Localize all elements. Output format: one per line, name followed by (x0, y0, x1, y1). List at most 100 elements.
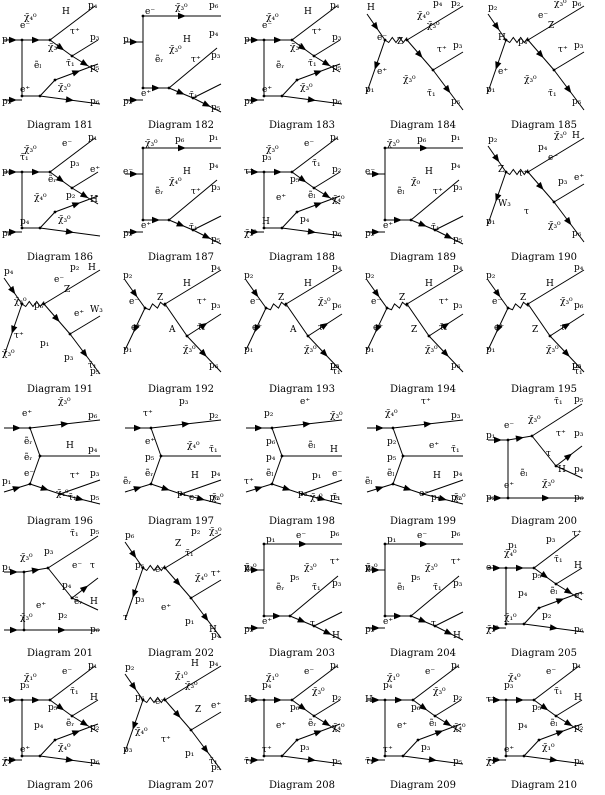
arrow-marker (55, 175, 65, 183)
vertex (38, 226, 42, 230)
vertex (295, 78, 299, 82)
arrow-marker (251, 288, 259, 298)
particle-label: p₅ (532, 571, 542, 581)
particle-label: p₁ (177, 489, 186, 499)
propagator-line (281, 211, 298, 229)
vertex (290, 698, 294, 702)
particle-label: τ̃₁ (554, 396, 563, 407)
arrow-marker (51, 313, 60, 323)
vertex (504, 622, 508, 626)
particle-label: χ̃₃⁰ (365, 562, 378, 573)
arrow-marker (58, 626, 66, 634)
particle-label: χ̃₃⁰ (244, 562, 257, 573)
arrow-marker (10, 626, 18, 634)
particle-label: χ̃₃⁰ (300, 82, 313, 93)
diagram-caption: Diagram 188 (269, 252, 335, 263)
particle-label: p₂ (264, 409, 274, 419)
particle-label: p₆ (574, 757, 584, 767)
particle-label: p₄ (62, 581, 72, 591)
particle-label: p₆ (175, 135, 185, 145)
diagram-caption: Diagram 199 (390, 516, 456, 527)
propagator-line (49, 665, 96, 701)
arrow-marker (152, 84, 160, 92)
particle-label: χ̃₄⁰ (453, 722, 466, 733)
particle-label: τ̃₁ (20, 152, 29, 163)
particle-label: e⁻ (72, 561, 82, 571)
vertex (70, 596, 74, 600)
particle-label: p₆ (332, 97, 342, 107)
arrow-marker (161, 484, 170, 491)
particle-label: p₆ (209, 493, 219, 503)
particle-label: χ̃₃⁰ (453, 492, 466, 503)
particle-label: p₅ (574, 395, 584, 405)
particle-label: H (183, 167, 191, 177)
arrow-marker (535, 181, 544, 191)
particle-label: χ̃₃⁰ (548, 220, 561, 231)
vertex (295, 738, 299, 742)
particle-label: p₅ (211, 103, 221, 113)
particle-label: p₁ (365, 345, 374, 355)
particle-label: p₁ (508, 541, 517, 551)
arrow-marker (178, 12, 186, 20)
vertex (70, 186, 74, 190)
particle-label: H (66, 441, 74, 451)
particle-label: τ̃₁ (548, 88, 557, 99)
diagram-caption: Diagram 202 (148, 648, 214, 659)
particle-label: p₂ (2, 97, 12, 107)
particle-label: p₂ (387, 437, 397, 447)
particle-label: p₅ (211, 763, 221, 773)
propagator-line (313, 171, 341, 189)
diagram-caption: Diagram 189 (390, 252, 456, 263)
propagator-line (59, 479, 101, 495)
particle-label: p₁ (209, 133, 218, 143)
particle-label: H (433, 471, 441, 481)
vertex (554, 714, 558, 718)
particle-label: Z (157, 293, 163, 303)
diagram-caption: Diagram 206 (27, 780, 93, 791)
particle-label: τ̃₁ (433, 582, 442, 593)
particle-label: e⁻ (62, 667, 72, 677)
particle-label: χ̃₄⁰ (332, 722, 345, 733)
propagator-line (168, 179, 218, 221)
arrow-marker (79, 59, 89, 67)
arrow-marker (403, 484, 412, 491)
particle-label: e⁺ (429, 441, 439, 451)
particle-label: e⁺ (276, 193, 286, 203)
arrow-marker (282, 484, 291, 491)
arrow-marker (172, 577, 181, 587)
particle-label: p₃ (123, 745, 133, 755)
vertex (312, 186, 316, 190)
vertex (409, 218, 413, 222)
particle-label: p₂ (125, 663, 135, 673)
arrow-marker (251, 566, 259, 574)
particle-label: τ̃₁ (312, 582, 321, 593)
arrow-marker (181, 421, 190, 428)
particle-label: e⁻ (377, 33, 387, 43)
arrow-marker (516, 696, 524, 704)
particle-label: ẽₗ (308, 190, 316, 201)
propagator-line (392, 427, 404, 457)
vertex (383, 614, 387, 618)
particle-label: χ̃₃⁰ (387, 138, 400, 149)
vertex (391, 482, 395, 486)
particle-label: p₆ (574, 493, 584, 503)
arrow-marker (8, 285, 16, 295)
arrow-marker (201, 744, 209, 754)
particle-label: p₃ (546, 535, 556, 545)
vertex (167, 86, 171, 90)
particle-label: p₂ (123, 97, 133, 107)
vertex (141, 698, 145, 702)
particle-label: e⁺ (252, 323, 262, 333)
arrow-marker (563, 453, 573, 461)
particle-label: p₄ (451, 161, 461, 171)
particle-label: e⁻ (538, 11, 548, 21)
particle-label: e⁻ (155, 697, 165, 707)
particle-label: p₃ (64, 353, 74, 363)
particle-label: χ̃₃⁰ (433, 686, 446, 697)
diagram-caption: Diagram 207 (148, 780, 214, 791)
propagator-line (392, 455, 404, 485)
arrow-marker (549, 756, 558, 763)
